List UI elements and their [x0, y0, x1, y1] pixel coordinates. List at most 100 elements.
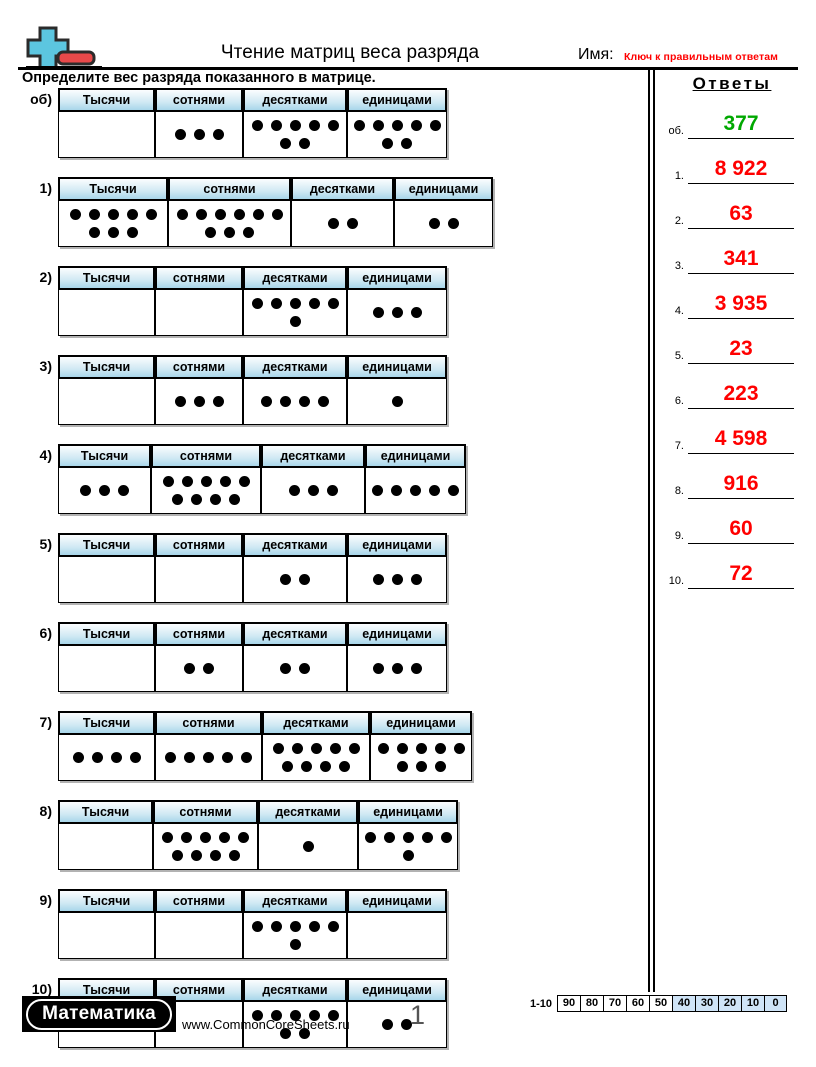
- column-header-2: десятками: [258, 800, 358, 824]
- answer-blank-line[interactable]: [688, 324, 794, 364]
- problem-number: 3): [39, 358, 52, 374]
- dot-cell-0[interactable]: [58, 379, 155, 425]
- answer-value: 377: [723, 112, 759, 135]
- dot-cell-2[interactable]: [243, 112, 347, 158]
- place-value-dot: [372, 663, 384, 674]
- dot-cell-0[interactable]: [58, 824, 153, 870]
- dot-group: [63, 739, 150, 777]
- answer-blank-line[interactable]: [688, 144, 794, 184]
- dot-cell-0[interactable]: [58, 557, 155, 603]
- answers-title: Ответы: [692, 74, 772, 93]
- column-divider-inner: [653, 67, 655, 992]
- dot-cell-1[interactable]: [155, 379, 243, 425]
- dot-cell-0[interactable]: [58, 290, 155, 336]
- dot-cell-2[interactable]: [261, 468, 365, 514]
- place-value-dot: [447, 218, 459, 229]
- place-value-dot: [320, 761, 331, 772]
- place-value-dot: [251, 120, 263, 131]
- problem-number: 6): [39, 625, 52, 641]
- dot-cell-1[interactable]: [155, 735, 262, 781]
- column-header-0: Тысячи: [58, 266, 155, 290]
- dot-cell-1[interactable]: [155, 646, 243, 692]
- column-header-3: единицами: [347, 266, 447, 290]
- place-value-dot: [224, 227, 235, 238]
- dot-group: [248, 383, 342, 421]
- place-value-dot: [308, 1010, 320, 1021]
- dot-cell-3[interactable]: [347, 290, 447, 336]
- dot-cell-1[interactable]: [151, 468, 261, 514]
- answer-blank-line[interactable]: [688, 369, 794, 409]
- dot-cell-3[interactable]: [358, 824, 458, 870]
- place-value-dot: [88, 209, 100, 220]
- place-value-dot: [69, 209, 81, 220]
- dot-cell-3[interactable]: [347, 1002, 447, 1048]
- place-value-dot: [299, 574, 310, 585]
- dot-cell-2[interactable]: [258, 824, 358, 870]
- dot-cell-0[interactable]: [58, 646, 155, 692]
- column-header-0: Тысячи: [58, 88, 155, 112]
- dot-cell-1[interactable]: [168, 201, 291, 247]
- answer-blank-line[interactable]: [688, 504, 794, 544]
- dot-cell-0[interactable]: [58, 468, 151, 514]
- answer-blank-line[interactable]: [688, 279, 794, 319]
- dot-cell-3[interactable]: [347, 112, 447, 158]
- place-value-dot: [107, 209, 119, 220]
- dot-cell-2[interactable]: [243, 557, 347, 603]
- place-value-dot: [327, 921, 339, 932]
- dot-cell-1[interactable]: [153, 824, 258, 870]
- place-value-dot: [339, 761, 350, 772]
- dot-cell-0[interactable]: [58, 913, 155, 959]
- dot-cell-1[interactable]: [155, 557, 243, 603]
- dot-cell-3[interactable]: [394, 201, 493, 247]
- place-value-dot: [191, 494, 202, 505]
- dot-cell-3[interactable]: [347, 557, 447, 603]
- answer-blank-line[interactable]: [688, 234, 794, 274]
- place-value-dot: [145, 209, 157, 220]
- place-value-dot: [329, 743, 341, 754]
- dot-cell-3[interactable]: [370, 735, 472, 781]
- answer-blank-line[interactable]: [688, 189, 794, 229]
- column-header-1: сотнями: [155, 889, 243, 913]
- dot-cell-1[interactable]: [155, 290, 243, 336]
- dot-cell-1[interactable]: [155, 913, 243, 959]
- dot-cell-2[interactable]: [291, 201, 394, 247]
- answer-value: 916: [723, 472, 759, 495]
- dot-cell-2[interactable]: [243, 646, 347, 692]
- dot-cell-2[interactable]: [262, 735, 370, 781]
- place-value-dot: [348, 743, 360, 754]
- dot-cell-0[interactable]: [58, 735, 155, 781]
- answer-blank-line[interactable]: [688, 459, 794, 499]
- column-header-0: Тысячи: [58, 177, 168, 201]
- instruction-text: Определите вес разряда показанного в мат…: [22, 70, 376, 86]
- answer-blank-line[interactable]: [688, 414, 794, 454]
- dot-cell-2[interactable]: [243, 913, 347, 959]
- column-header-3: единицами: [347, 622, 447, 646]
- dot-cell-1[interactable]: [155, 112, 243, 158]
- column-header-1: сотнями: [155, 88, 243, 112]
- answer-index: 5.: [674, 350, 684, 362]
- dot-cell-3[interactable]: [365, 468, 466, 514]
- dot-cell-2[interactable]: [243, 290, 347, 336]
- answer-row: 1.8 922: [660, 139, 810, 184]
- dot-cell-3[interactable]: [347, 379, 447, 425]
- place-value-dot: [346, 218, 358, 229]
- dot-cell-2[interactable]: [243, 379, 347, 425]
- answer-blank-line[interactable]: [688, 549, 794, 589]
- dot-cell-0[interactable]: [58, 201, 168, 247]
- answer-blank-line[interactable]: [688, 99, 794, 139]
- site-url: www.CommonCoreSheets.ru: [182, 1017, 350, 1032]
- dot-cell-3[interactable]: [347, 913, 447, 959]
- dot-group: [352, 116, 442, 154]
- place-value-dot: [251, 921, 263, 932]
- dot-cell-0[interactable]: [58, 112, 155, 158]
- place-value-dot: [162, 476, 174, 487]
- dot-cell-3[interactable]: [347, 646, 447, 692]
- place-value-dot: [318, 396, 329, 407]
- dot-cell-2[interactable]: [243, 1002, 347, 1048]
- answer-index: 8.: [674, 485, 684, 497]
